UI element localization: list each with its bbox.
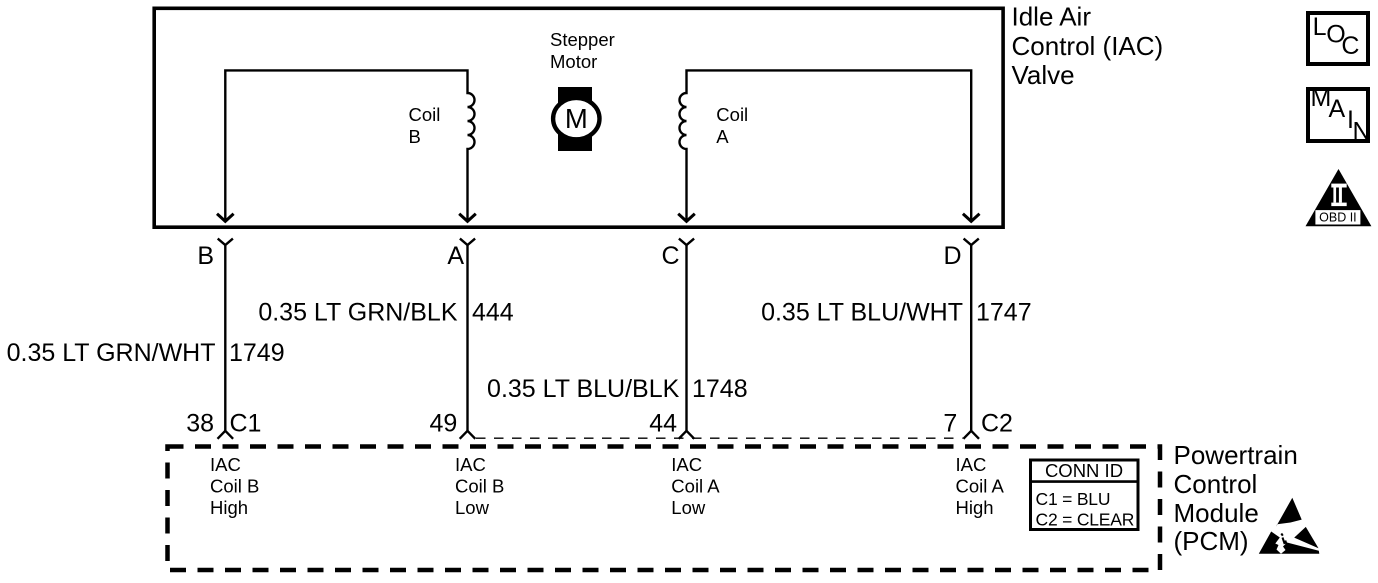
svg-text:CONN ID: CONN ID [1045,460,1123,481]
svg-text:High: High [210,497,248,518]
svg-text:OBD II: OBD II [1319,211,1357,225]
svg-text:0.35 LT BLU/BLK: 0.35 LT BLU/BLK [487,375,680,403]
svg-text:M: M [1311,84,1332,112]
svg-text:Powertrain: Powertrain [1174,440,1298,470]
svg-text:IAC: IAC [671,454,702,475]
svg-text:49: 49 [429,409,457,437]
svg-text:C: C [661,242,679,270]
svg-text:38: 38 [186,409,214,437]
svg-text:IAC: IAC [455,454,486,475]
svg-text:Idle Air: Idle Air [1012,1,1092,31]
svg-text:B: B [197,242,214,270]
svg-text:Coil A: Coil A [956,476,1005,497]
svg-text:Low: Low [671,497,706,518]
svg-text:A: A [716,126,729,147]
svg-text:B: B [409,126,421,147]
svg-text:C1: C1 [230,409,262,437]
svg-text:444: 444 [472,298,514,326]
svg-text:A: A [447,242,464,270]
svg-text:High: High [956,497,994,518]
svg-text:Control (IAC): Control (IAC) [1012,31,1164,61]
svg-text:1749: 1749 [229,339,285,367]
svg-text:Coil: Coil [716,104,748,125]
svg-text:0.35 LT GRN/WHT: 0.35 LT GRN/WHT [7,339,216,367]
svg-text:Low: Low [455,497,490,518]
svg-text:1747: 1747 [976,298,1032,326]
svg-text:Coil: Coil [409,104,441,125]
svg-text:0.35 LT BLU/WHT: 0.35 LT BLU/WHT [761,298,963,326]
svg-text:7: 7 [943,409,957,437]
svg-text:1748: 1748 [692,375,748,403]
svg-text:C2: C2 [981,409,1013,437]
svg-text:M: M [565,103,588,134]
svg-text:I: I [1347,106,1354,134]
svg-text:Control: Control [1174,469,1258,499]
svg-text:Coil A: Coil A [671,476,720,497]
svg-text:IAC: IAC [956,454,987,475]
svg-text:44: 44 [649,409,677,437]
svg-text:0.35 LT GRN/BLK: 0.35 LT GRN/BLK [258,298,457,326]
svg-text:C2 = CLEAR: C2 = CLEAR [1036,510,1135,530]
svg-text:Coil B: Coil B [210,476,259,497]
svg-text:L: L [1313,13,1327,41]
svg-text:N: N [1353,118,1371,146]
svg-text:Stepper: Stepper [550,29,615,50]
svg-text:C: C [1341,32,1359,60]
svg-text:Motor: Motor [550,51,597,72]
svg-text:(PCM): (PCM) [1174,526,1249,556]
svg-text:IAC: IAC [210,454,241,475]
svg-text:Coil B: Coil B [455,476,504,497]
svg-text:Valve: Valve [1012,60,1075,90]
svg-text:Module: Module [1174,498,1259,528]
svg-text:C1 = BLU: C1 = BLU [1036,489,1111,509]
svg-text:A: A [1329,95,1346,123]
svg-text:O: O [1326,21,1345,49]
svg-text:D: D [943,242,961,270]
